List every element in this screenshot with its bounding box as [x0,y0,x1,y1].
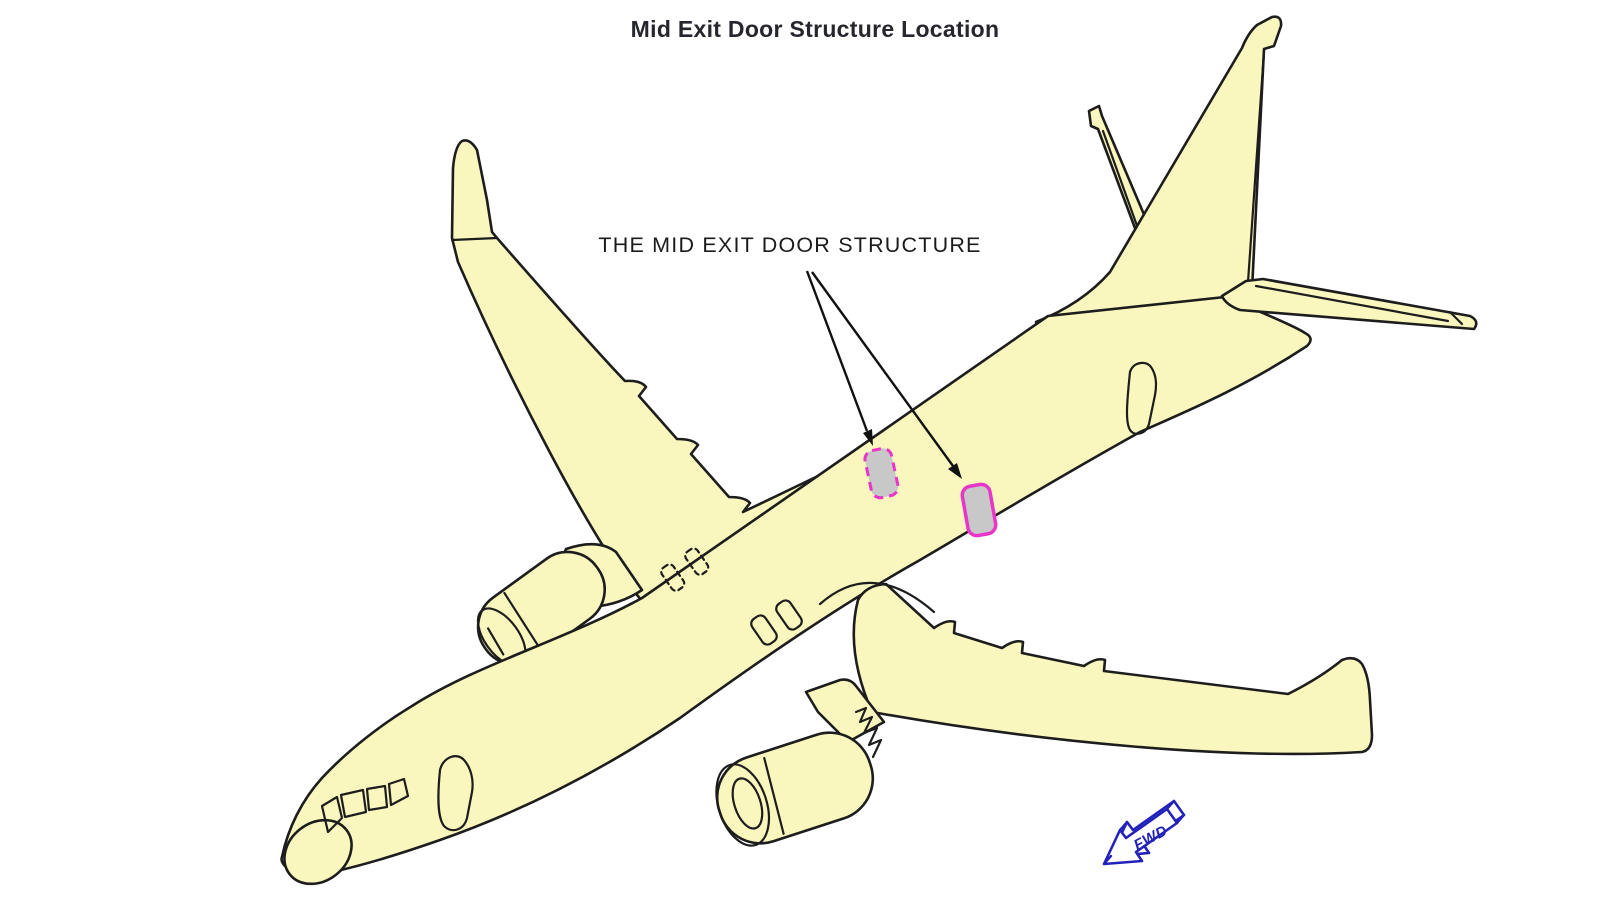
vertical-stabilizer [1034,15,1283,324]
elevator-line [1254,284,1450,323]
leader-arrow-near-door [811,271,962,479]
left-engine [476,542,644,667]
right-engine [715,678,886,847]
mid-exit-door-near-highlight [960,482,998,538]
right-engine-intake [715,763,771,847]
forward-entry-door [437,755,474,832]
leader-arrow-far-door [805,270,873,446]
overwing-exit-doors-far-side [660,547,710,592]
overwing-exit-doors-near-side [750,599,803,646]
fuselage [280,295,1312,877]
aft-entry-door [1125,361,1158,435]
fwd-direction-arrow: FWD [1102,799,1186,866]
radome [283,818,353,886]
left-engine-cowl-seam [503,591,543,652]
mid-exit-door-far-highlight [863,446,900,500]
left-wing [450,139,820,603]
right-wing [818,581,1374,756]
page-title: Mid Exit Door Structure Location [630,16,1000,42]
right-engine-cowl-seam [763,756,785,835]
left-engine-fan-line [486,627,505,656]
wing-body-fairing [818,581,936,614]
annotation-label: THE MID EXIT DOOR STRUCTURE [598,233,982,257]
right-horizontal-stabilizer [1220,277,1478,331]
cockpit-windows [320,777,410,834]
right-engine-aft-detail [854,706,883,759]
rudder-line [1246,50,1266,284]
right-engine-fan [731,777,764,830]
